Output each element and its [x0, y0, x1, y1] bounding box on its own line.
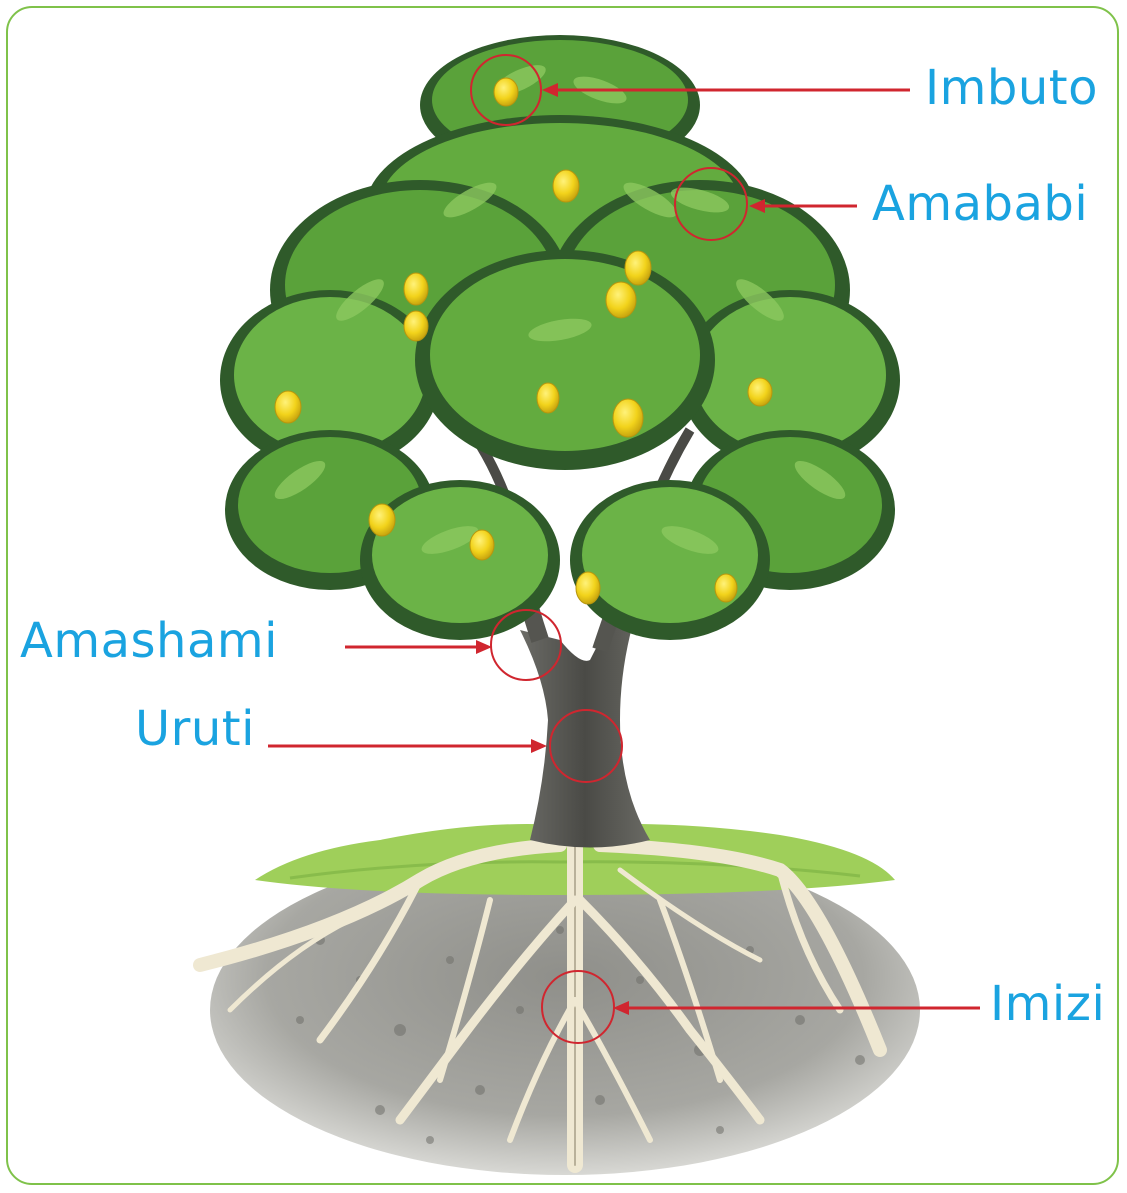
label-fruit: Imbuto [925, 64, 1098, 112]
label-leaves: Amababi [872, 180, 1088, 228]
label-branches: Amashami [20, 617, 278, 665]
label-trunk: Uruti [135, 705, 255, 753]
label-roots: Imizi [990, 980, 1105, 1028]
canopy [220, 35, 900, 640]
